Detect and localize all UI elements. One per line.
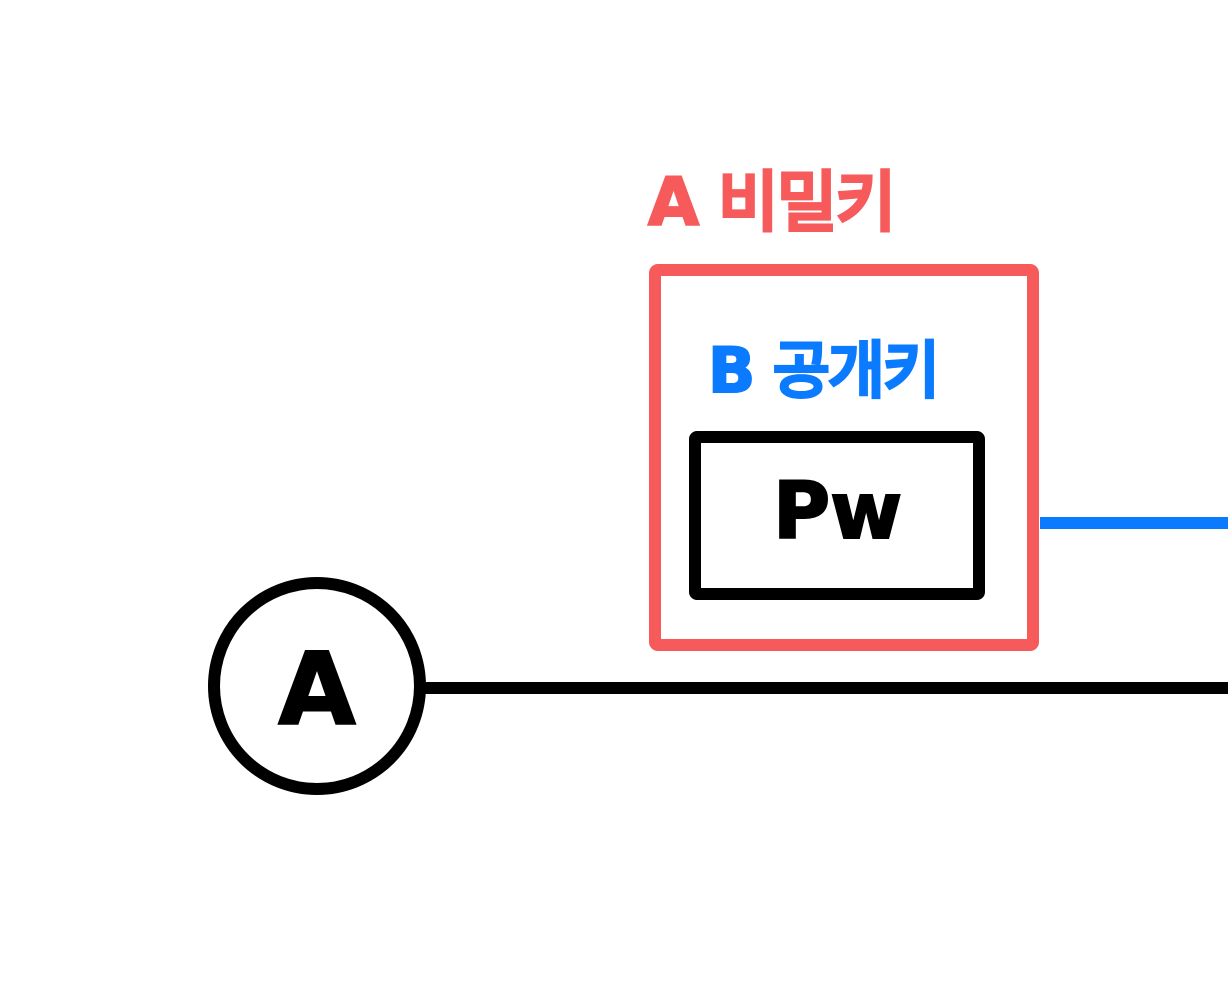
b-public-key-label: B 공개키 — [708, 334, 938, 407]
node-a-circle — [208, 577, 426, 795]
a-private-key-box — [649, 264, 1039, 651]
pw-label: Pw — [773, 467, 902, 557]
a-private-key-label: A 비밀키 — [648, 164, 894, 241]
node-a-label: A — [278, 631, 355, 748]
pw-box — [689, 431, 985, 600]
